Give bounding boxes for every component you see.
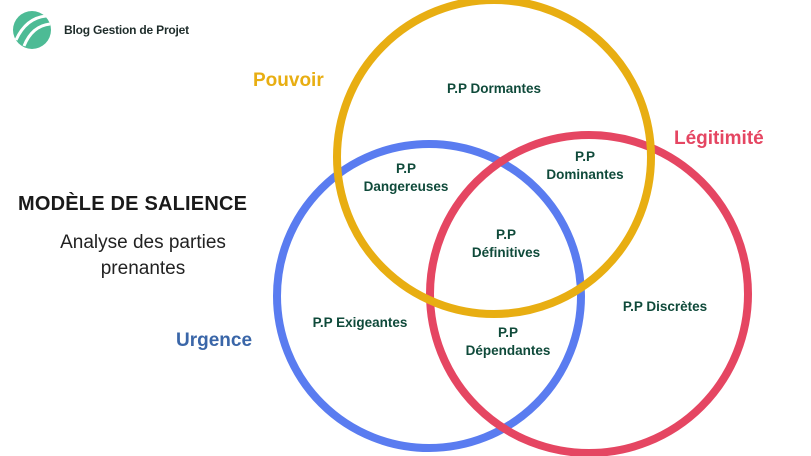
brand-name: Blog Gestion de Projet <box>64 23 189 37</box>
region-dangereuses-line1: P.P <box>395 161 417 176</box>
region-definitives: P.P Définitives <box>472 226 540 262</box>
region-definitives-line1: P.P <box>495 227 517 242</box>
region-exigeantes-text: P.P Exigeantes <box>312 315 408 330</box>
circle-pouvoir <box>333 0 655 318</box>
region-dormantes-text: P.P Dormantes <box>446 81 542 96</box>
region-dependantes-line2: Dépendantes <box>465 343 551 358</box>
diagram-title: MODÈLE DE SALIENCE <box>18 193 248 215</box>
label-pouvoir: Pouvoir <box>253 70 324 91</box>
region-dangereuses: P.P Dangereuses <box>364 160 449 196</box>
region-dominantes: P.P Dominantes <box>546 148 623 184</box>
circle-legitimite <box>426 131 752 456</box>
region-definitives-line2: Définitives <box>471 245 541 260</box>
region-discretes: P.P Discrètes <box>623 298 707 316</box>
region-dangereuses-line2: Dangereuses <box>363 179 449 194</box>
region-discretes-text: P.P Discrètes <box>622 299 708 314</box>
circle-urgence <box>273 140 585 452</box>
label-legitimite: Légitimité <box>674 128 764 149</box>
label-urgence: Urgence <box>176 330 253 351</box>
region-dependantes-line1: P.P <box>497 325 519 340</box>
region-dependantes: P.P Dépendantes <box>466 324 551 360</box>
region-exigeantes: P.P Exigeantes <box>313 314 408 332</box>
region-dormantes: P.P Dormantes <box>447 80 541 98</box>
brand-logo: Blog Gestion de Projet <box>12 10 189 50</box>
region-dominantes-line2: Dominantes <box>546 167 624 182</box>
leaf-logo-icon <box>13 11 51 49</box>
diagram-subtitle: Analyse des parties prenantes <box>60 232 226 279</box>
region-dominantes-line1: P.P <box>574 149 596 164</box>
